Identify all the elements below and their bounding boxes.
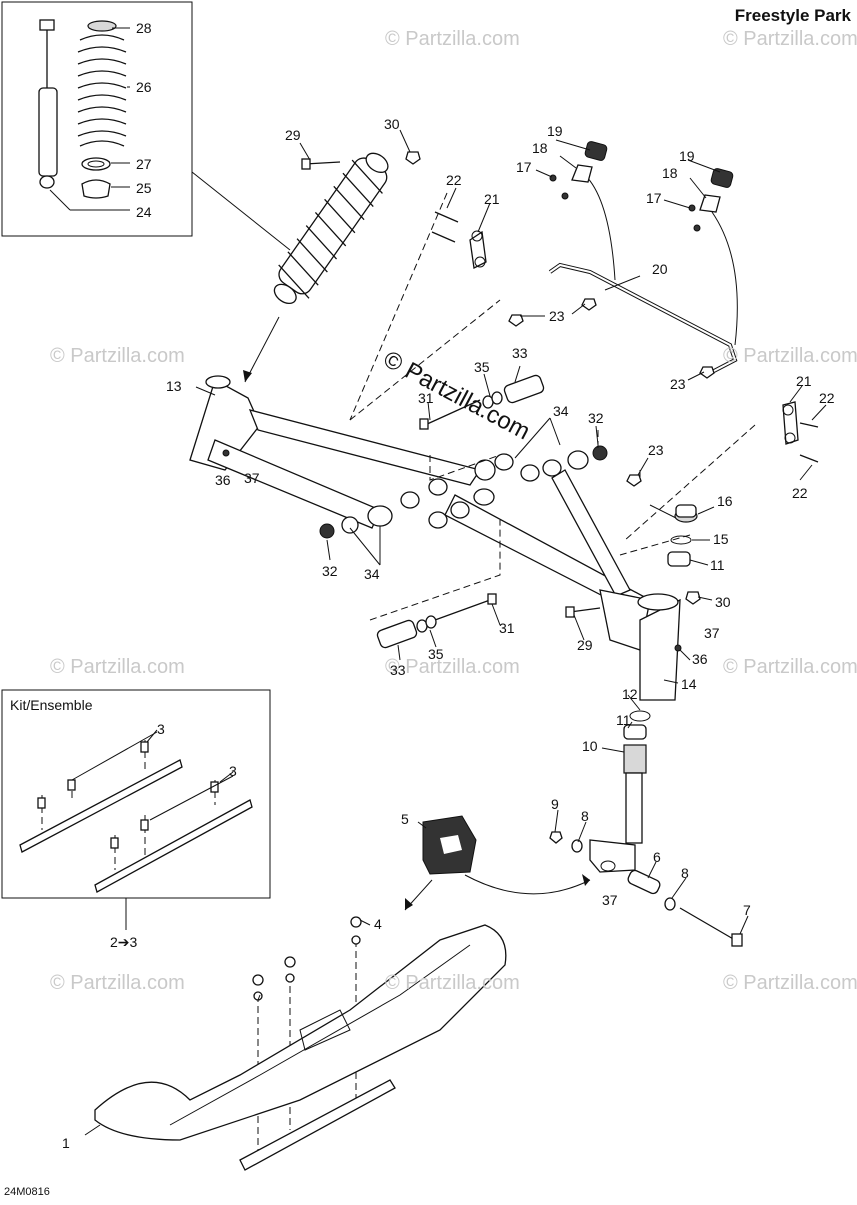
callout: 33 [512, 345, 528, 361]
callout: 34 [364, 566, 380, 582]
callout: 18 [532, 140, 548, 156]
kit-label: Kit/Ensemble [10, 697, 93, 713]
callout: 17 [646, 190, 662, 206]
watermark: © Partzilla.com [385, 28, 520, 50]
callout: 15 [713, 531, 729, 547]
callout: 5 [401, 811, 409, 827]
callout: 19 [679, 148, 695, 164]
callout: 37 [244, 470, 260, 486]
callout: 17 [516, 159, 532, 175]
kit-reference: 2➔3 [110, 934, 138, 950]
callout: 34 [553, 403, 569, 419]
callout: 35 [428, 646, 444, 662]
watermark: © Partzilla.com [723, 28, 857, 50]
callout: 13 [166, 378, 182, 394]
callout: 10 [582, 738, 598, 754]
callout: 3 [157, 721, 165, 737]
kit-skags [19, 741, 253, 930]
kit-box [1, 689, 271, 899]
shock-detail-box [1, 1, 193, 237]
callout: 29 [285, 127, 301, 143]
callout: 8 [681, 865, 689, 881]
spindle-assembly [222, 449, 743, 947]
watermark: © Partzilla.com [385, 972, 520, 994]
callout: 9 [551, 796, 559, 812]
leader-lines [71, 129, 827, 1136]
callout: 21 [484, 191, 500, 207]
callout: 29 [577, 637, 593, 653]
callout: 22 [819, 390, 835, 406]
callout: 3 [229, 763, 237, 779]
callout: 35 [474, 359, 490, 375]
callout: 31 [499, 620, 515, 636]
callout: 23 [670, 376, 686, 392]
callout: 32 [588, 410, 604, 426]
callout: 24 [136, 204, 152, 220]
watermark: © Partzilla.com [50, 345, 185, 367]
callout: 28 [136, 20, 152, 36]
callout: 36 [692, 651, 708, 667]
callout: 8 [581, 808, 589, 824]
diagram-title: Freestyle Park [734, 6, 851, 25]
watermark: © Partzilla.com [723, 345, 857, 367]
callout: 18 [662, 165, 678, 181]
a-arm-frame [189, 375, 681, 701]
callout: 37 [602, 892, 618, 908]
shock-absorber-drawing [273, 152, 389, 305]
callout: 33 [390, 662, 406, 678]
callout: 21 [796, 373, 812, 389]
callout: 23 [648, 442, 664, 458]
drawing-code: 24M0816 [4, 1186, 50, 1198]
watermark: © Partzilla.com [723, 972, 857, 994]
callout: 30 [384, 116, 400, 132]
callout: 27 [136, 156, 152, 172]
sway-bar [508, 141, 738, 379]
shock-detail-drawing [38, 19, 130, 211]
callout: 16 [717, 493, 733, 509]
watermark: © Partzilla.com [50, 656, 185, 678]
callout: 20 [652, 261, 668, 277]
callout: 22 [446, 172, 462, 188]
bushings [319, 445, 608, 539]
callout: 26 [136, 79, 152, 95]
callout: 1 [62, 1135, 70, 1151]
callout: 7 [743, 902, 751, 918]
callout: 30 [715, 594, 731, 610]
callout: 37 [704, 625, 720, 641]
callout: 23 [549, 308, 565, 324]
callout: 31 [418, 390, 434, 406]
callout: 6 [653, 849, 661, 865]
callout: 14 [681, 676, 697, 692]
callout: 4 [374, 916, 382, 932]
spacer-block [422, 815, 477, 875]
callout: 25 [136, 180, 152, 196]
callout: 36 [215, 472, 231, 488]
watermark: © Partzilla.com [723, 656, 857, 678]
watermark: © Partzilla.com [50, 972, 185, 994]
ski-drawing [94, 916, 507, 1171]
callout: 11 [710, 557, 725, 573]
callout: 11 [616, 712, 631, 728]
callout: 22 [792, 485, 808, 501]
callout: 12 [622, 686, 638, 702]
sway-links [431, 211, 819, 487]
callout: 19 [547, 123, 563, 139]
callout: 32 [322, 563, 338, 579]
watermark: © Partzilla.com [385, 656, 520, 678]
